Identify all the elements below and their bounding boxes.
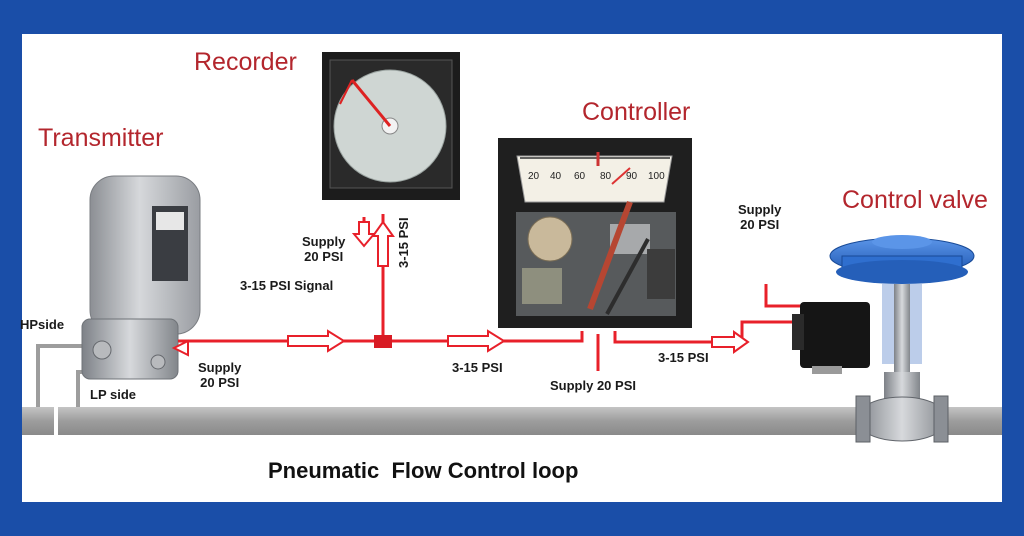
control-valve-title: Control valve xyxy=(842,186,988,214)
tee-junction xyxy=(374,335,392,348)
scale-tick: 60 xyxy=(574,171,586,182)
controller-output-label: 3-15 PSI xyxy=(658,350,709,365)
controller-input-label: 3-15 PSI xyxy=(452,360,503,375)
diagram-caption: Pneumatic Flow Control loop xyxy=(268,458,579,483)
hp-side-label: HPside xyxy=(20,317,65,332)
scale-tick: 90 xyxy=(626,171,638,182)
recorder-supply-line2: 20 PSI xyxy=(304,249,344,264)
transmitter-device xyxy=(81,175,201,380)
control-valve-device xyxy=(792,235,975,443)
controller-supply-label: Supply 20 PSI xyxy=(550,378,636,393)
scale-tick: 40 xyxy=(550,171,562,182)
lp-side-label: LP side xyxy=(90,387,137,402)
controller-scale: 20 40 60 80 90 100 xyxy=(528,171,665,182)
valve-supply-line1: Supply xyxy=(738,202,782,217)
controller-device xyxy=(498,138,692,328)
transmitter-supply-line1: Supply xyxy=(198,360,242,375)
recorder-signal-label: 3-15 PSI xyxy=(396,217,411,268)
transmitter-title: Transmitter xyxy=(38,124,164,152)
scale-tick: 80 xyxy=(600,171,612,182)
valve-supply-line2: 20 PSI xyxy=(740,217,780,232)
recorder-title: Recorder xyxy=(194,48,297,76)
recorder-supply-label: Supply 20 PSI xyxy=(302,234,345,264)
scale-tick: 20 xyxy=(528,171,540,182)
flow-control-diagram: 20 40 60 80 90 100 xyxy=(22,52,1002,443)
transmitter-supply-line2: 20 PSI xyxy=(200,375,240,390)
recorder-supply-line1: Supply xyxy=(302,234,346,249)
process-pipe xyxy=(22,404,1002,438)
controller-title: Controller xyxy=(582,98,691,126)
diagram-frame: 20 40 60 80 90 100 Recorder Transmitter … xyxy=(20,34,1002,502)
signal-line-label: 3-15 PSI Signal xyxy=(240,278,334,293)
transmitter-supply-label: Supply 20 PSI xyxy=(198,360,241,390)
valve-supply-label: Supply 20 PSI xyxy=(738,202,781,232)
recorder-device xyxy=(322,52,460,200)
signal-arrows xyxy=(171,220,750,357)
scale-tick: 100 xyxy=(648,171,665,182)
